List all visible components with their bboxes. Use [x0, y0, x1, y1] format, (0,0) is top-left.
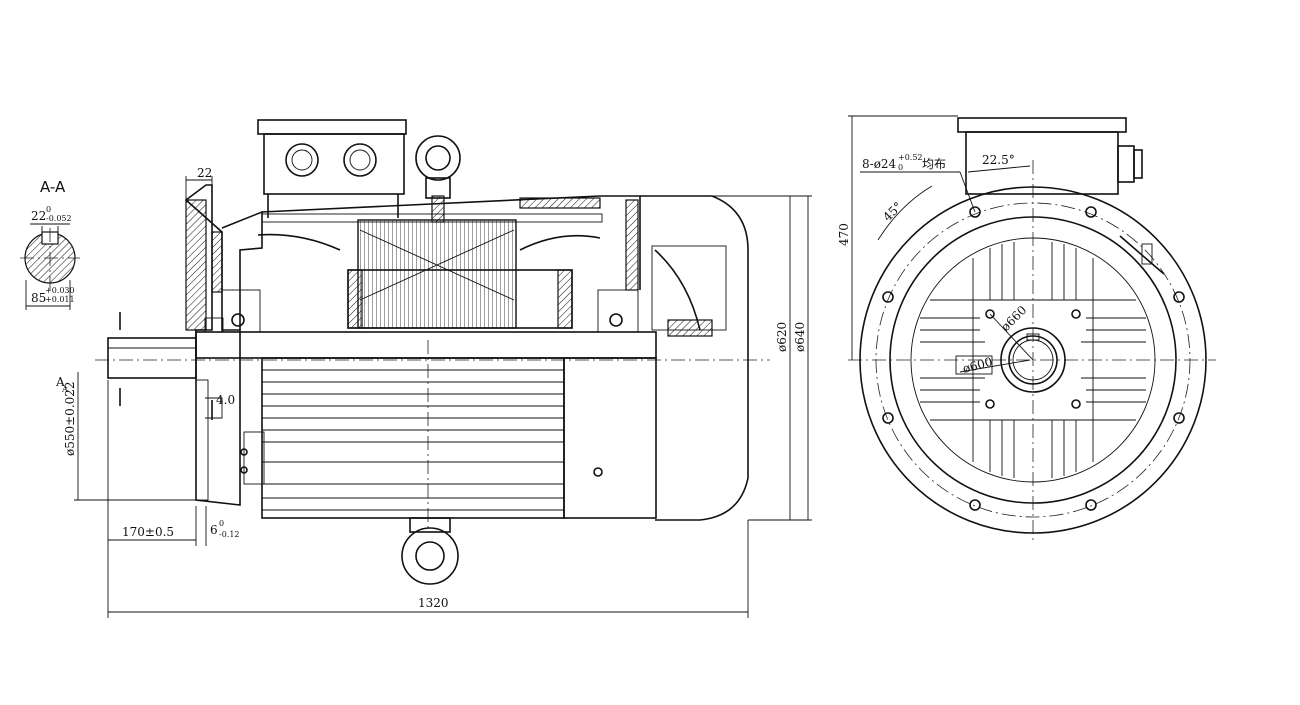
- fan-grille: [920, 242, 1146, 478]
- end-view-hub: [1000, 327, 1066, 393]
- lifting-eye-bottom: [401, 517, 459, 585]
- section-title: A-A: [40, 178, 66, 196]
- side-view: 22 A A ø550±0.022 4.0 170±0.5 6 0 -0.12 …: [55, 119, 812, 618]
- dim-holes-note: 均布: [922, 157, 946, 171]
- bolt-hole: [1173, 291, 1185, 303]
- dim-spigot-depth-tol-top: 0: [219, 519, 224, 528]
- section-mark-a-sub: A: [61, 385, 68, 394]
- terminal-box: [257, 119, 407, 218]
- cable-gland-1: [285, 143, 319, 177]
- key-depth-value: 85: [31, 291, 46, 305]
- dim-holes-tol-bottom: 0: [898, 163, 903, 172]
- lifting-eye-top: [415, 135, 461, 223]
- dim-diameter-640: ø640: [793, 322, 807, 352]
- dim-spigot-depth-tol-bottom: -0.12: [219, 530, 240, 539]
- side-dimensions: 22 A A ø550±0.022 4.0 170±0.5 6 0 -0.12 …: [55, 166, 812, 618]
- dim-spigot-depth: 6: [210, 523, 218, 537]
- end-dimensions: 470 8-ø24 +0.52 0 均布 22.5° 45° ø660 ø600: [837, 115, 1165, 376]
- dim-spigot-diameter: ø550±0.022: [63, 381, 77, 456]
- stator-core: [347, 219, 573, 329]
- dim-height: 470: [837, 223, 851, 246]
- nde-bearing: [597, 199, 639, 333]
- cable-gland-2: [343, 143, 377, 177]
- section-a-a: A-A 22 0 -0.052 85 +0.030 +0.011: [20, 178, 80, 310]
- bolt-hole: [1085, 499, 1097, 511]
- bolt-hole: [969, 499, 981, 511]
- dim-flange-thickness: 22: [197, 166, 212, 180]
- bolt-hole: [969, 206, 981, 218]
- dim-diameter-600: ø600: [961, 355, 994, 376]
- dim-holes-tol-top: +0.52: [898, 153, 923, 162]
- key-depth-dimension: 85 +0.030 +0.011: [25, 280, 75, 310]
- bolt-hole: [1173, 412, 1185, 424]
- end-flange: [859, 186, 1207, 534]
- dim-angle-large: 45°: [880, 199, 905, 224]
- dim-gap: 4.0: [216, 393, 235, 407]
- key-depth-tol-top: +0.030: [45, 286, 75, 295]
- key-depth-tol-bottom: +0.011: [45, 295, 75, 304]
- drive-end-shield: [204, 210, 263, 333]
- key-section-circle: [20, 228, 80, 290]
- section-mark-a: A: [55, 375, 65, 389]
- key-width-value: 22: [31, 209, 46, 223]
- frame-fins: [195, 331, 657, 519]
- shaft: [107, 312, 197, 406]
- bolt-hole: [1085, 206, 1097, 218]
- key-width-dimension: 22 0 -0.052: [30, 205, 72, 232]
- bolt-hole: [882, 291, 894, 303]
- flange-bolt-holes: [882, 206, 1185, 511]
- key-width-tol-bottom: -0.052: [46, 214, 72, 223]
- fan-cowl: [640, 195, 749, 521]
- end-view-terminal-box: [957, 117, 1143, 195]
- end-view: 470 8-ø24 +0.52 0 均布 22.5° 45° ø660 ø600: [837, 115, 1216, 540]
- dim-angle-small: 22.5°: [982, 153, 1015, 167]
- bolt-hole: [882, 412, 894, 424]
- dim-shaft-extension: 170±0.5: [122, 525, 174, 539]
- dim-holes: 8-ø24: [862, 157, 897, 171]
- key-width-tol-top: 0: [46, 205, 51, 214]
- dim-diameter-620: ø620: [775, 322, 789, 352]
- frame-upper: [257, 195, 641, 290]
- dim-overall-length: 1320: [418, 596, 449, 610]
